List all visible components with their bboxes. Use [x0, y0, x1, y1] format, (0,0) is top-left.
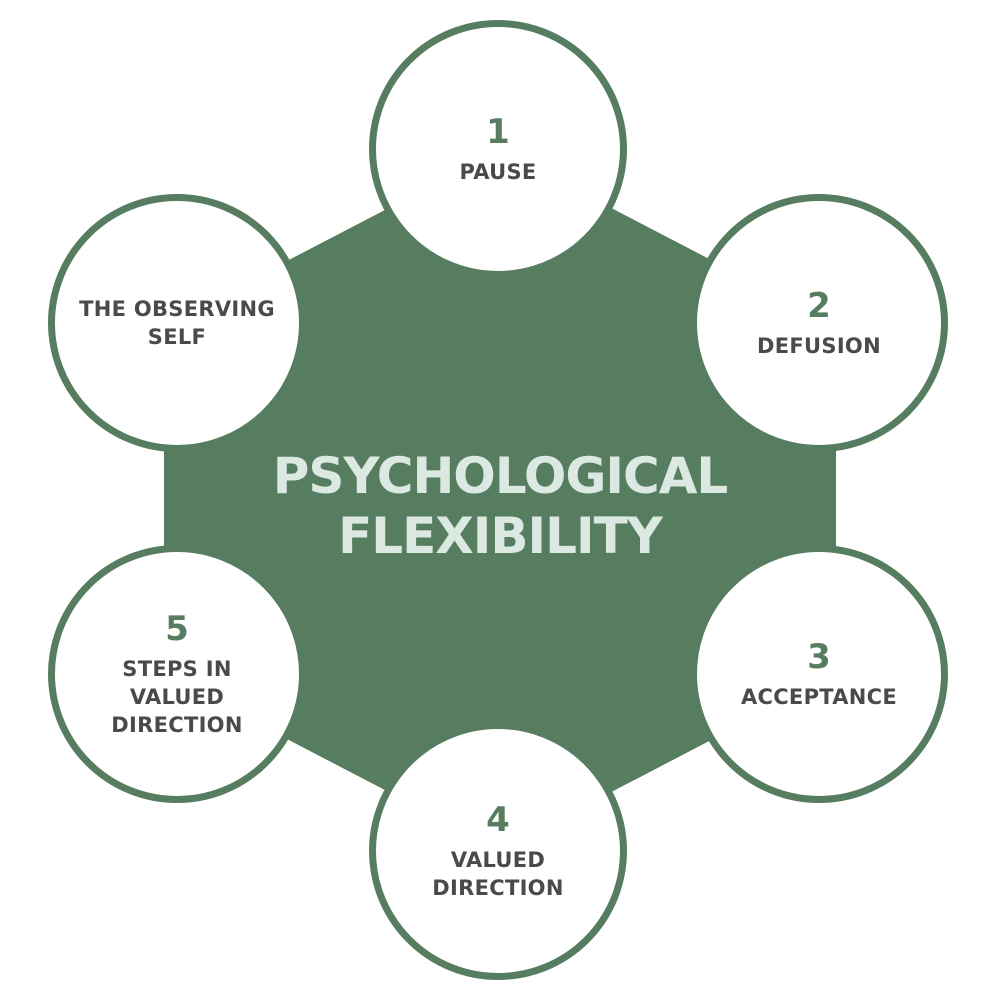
- node-valued-direction: 4 VALUED DIRECTION: [369, 722, 627, 980]
- node-number: 5: [165, 609, 189, 649]
- center-title-line-2: FLEXIBILITY: [338, 507, 663, 565]
- node-acceptance: 3 ACCEPTANCE: [690, 545, 948, 803]
- node-defusion: 2 DEFUSION: [690, 194, 948, 452]
- node-observing-self: THE OBSERVING SELF: [48, 194, 306, 452]
- node-number: 2: [807, 286, 831, 326]
- node-pause: 1 PAUSE: [369, 20, 627, 278]
- node-label: ACCEPTANCE: [740, 685, 898, 709]
- node-number: 4: [486, 800, 510, 840]
- hexagon-shape: [164, 150, 836, 850]
- node-steps-in-valued-direction: 5 STEPS IN VALUED DIRECTION: [48, 545, 306, 803]
- center-title: PSYCHOLOGICAL FLEXIBILITY: [150, 446, 850, 566]
- node-label: PAUSE: [459, 160, 537, 184]
- node-number: 3: [807, 637, 831, 677]
- center-title-line-1: PSYCHOLOGICAL: [272, 447, 729, 505]
- node-label: DEFUSION: [757, 334, 881, 358]
- node-label: STEPS IN VALUED DIRECTION: [111, 657, 243, 737]
- node-number: 1: [486, 112, 510, 152]
- node-label: THE OBSERVING SELF: [79, 297, 275, 349]
- node-label: VALUED DIRECTION: [432, 848, 564, 900]
